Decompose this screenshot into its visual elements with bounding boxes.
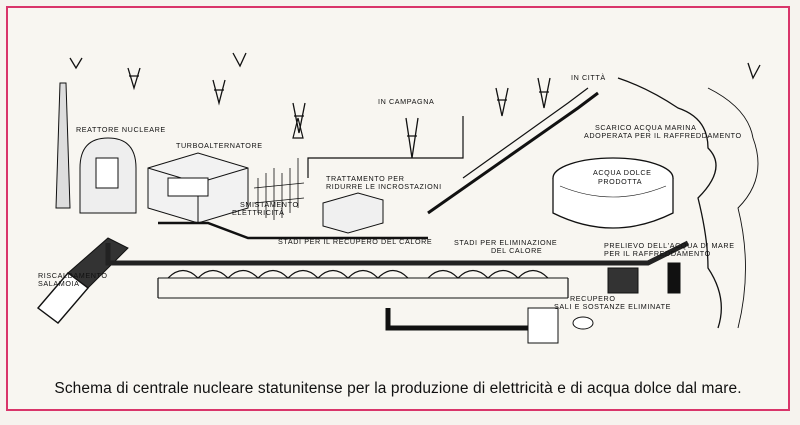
label-discharge-1: SCARICO ACQUA MARINA <box>595 123 696 132</box>
transmission-towers <box>69 52 761 159</box>
label-heat-recovery: STADI PER IL RECUPERO DEL CALORE <box>278 237 432 246</box>
label-intake-1: PRELIEVO DELL'ACQUA DI MARE <box>604 241 735 250</box>
figure-caption: Schema di centrale nucleare statunitense… <box>54 380 742 397</box>
diagram-labels: REATTORE NUCLEARE TURBOALTERNATORE SMIST… <box>38 73 742 311</box>
label-salts-1: RECUPERO <box>570 294 616 303</box>
label-city: IN CITTÀ <box>571 73 606 82</box>
fresh-water-tank <box>552 157 674 229</box>
label-heat-elim-1: STADI PER ELIMINAZIONE <box>454 238 557 247</box>
label-heat-elim-2: DEL CALORE <box>491 246 542 255</box>
label-brine-1: RISCALDAMENTO <box>38 271 108 280</box>
main-pipes <box>105 91 690 331</box>
label-electric-1: SMISTAMENTO <box>240 200 299 209</box>
label-electric-2: ELETTRICITÀ <box>232 208 285 217</box>
chimney <box>55 82 71 209</box>
treatment-unit <box>322 192 384 234</box>
evaporator-stages <box>157 269 569 299</box>
line-to-countryside <box>307 116 464 178</box>
label-intake-2: PER IL RAFFREDDAMENTO <box>604 249 711 258</box>
turbo-alternator-hall <box>147 152 249 224</box>
label-fresh-water-2: PRODOTTA <box>598 177 642 186</box>
label-countryside: IN CAMPAGNA <box>378 97 434 106</box>
line-to-city <box>462 87 589 179</box>
label-fresh-water-1: ACQUA DOLCE <box>593 168 652 177</box>
power-plant-diagram: REATTORE NUCLEARE TURBOALTERNATORE SMIST… <box>36 52 761 344</box>
intake-pump <box>607 262 681 294</box>
label-reactor: REATTORE NUCLEARE <box>76 125 166 134</box>
salt-recovery-unit <box>527 307 594 344</box>
label-turbo: TURBOALTERNATORE <box>176 141 263 150</box>
reactor-building <box>79 137 137 214</box>
label-salts-2: SALI E SOSTANZE ELIMINATE <box>554 302 671 311</box>
label-discharge-2: ADOPERATA PER IL RAFFREDDAMENTO <box>584 131 742 140</box>
label-treatment-1: TRATTAMENTO PER <box>326 174 404 183</box>
brine-heater <box>36 237 129 324</box>
label-treatment-2: RIDURRE LE INCROSTAZIONI <box>326 182 442 191</box>
label-brine-2: SALAMOIA <box>38 279 80 288</box>
coastline <box>617 77 722 329</box>
